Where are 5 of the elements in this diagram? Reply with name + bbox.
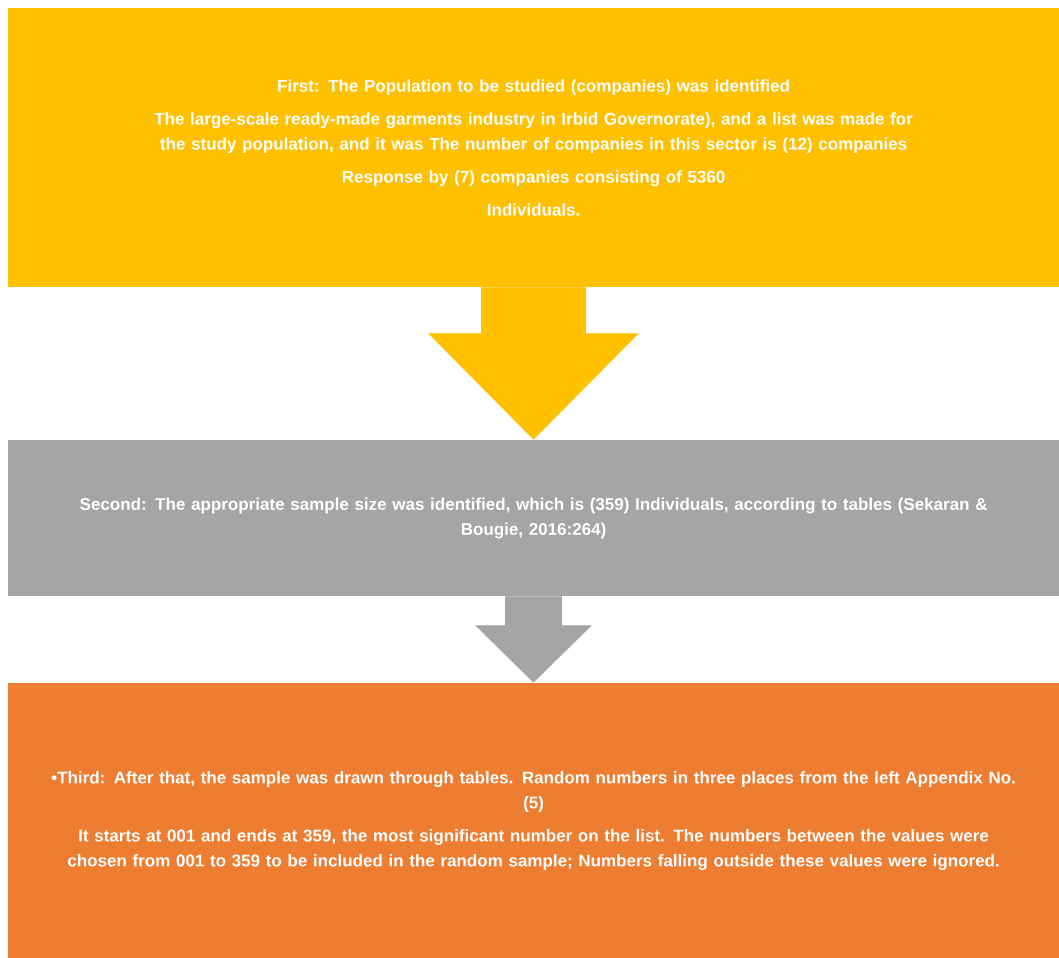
block-arrow — [428, 287, 639, 440]
block-arrow — [475, 596, 592, 683]
process-box: •Third: After that, the sample was drawn through tables. Random numbers in three places from the left Appendix No. (5) It starts at 001 and ends at 359, the most significant number on the list. The numbers between the values were chosen from 001 to 359 to be included in the random sample; Numbers falling outside these values were ignored. — [8, 683, 1059, 958]
process-box: First: The Population to be studied (companies) was identified The large-scale ready-made garments industry in Irbid Governorate), and a list was made for the study population, and it was The number of companies in this sector is (12) companies Response by (7) companies consisting of 5360 Individuals. — [8, 8, 1059, 287]
process-box: Second: The appropriate sample size was identified, which is (359) Individuals, according to tables (Sekaran & Bougie, 2016:264) — [8, 440, 1059, 596]
